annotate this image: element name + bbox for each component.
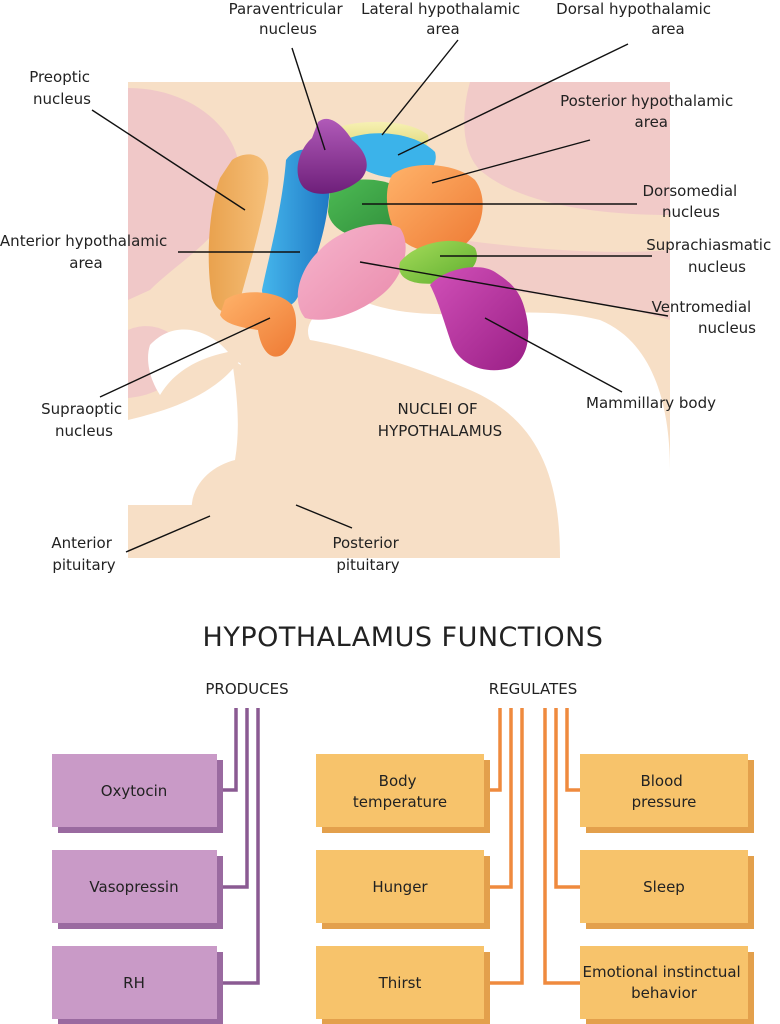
- produces-box-texts: Oxytocin Vasopressin RH: [89, 782, 178, 992]
- label-lateral-hypothalamic: Lateral hypothalamic area: [361, 0, 525, 38]
- posterior-hypothalamic-area-shape: [386, 164, 483, 253]
- label-supraoptic: Supraoptic nucleus: [41, 400, 127, 440]
- functions-title: HYPOTHALAMUS FUNCTIONS: [203, 622, 604, 653]
- mammillary-body-shape: [430, 267, 529, 371]
- produces-boxes: [52, 754, 223, 1024]
- label-preoptic: Preoptic nucleus: [29, 68, 95, 108]
- paraventricular-nucleus-shape: [297, 118, 367, 194]
- label-anterior-hypothalamic: Anterior hypothalamic area: [0, 232, 172, 272]
- box-blood-pressure: Blood pressure: [632, 772, 697, 811]
- regulates-box-texts: Body temperature Hunger Thirst Blood pre…: [353, 772, 746, 1002]
- box-rh: RH: [123, 974, 145, 992]
- hypothalamic-nuclei: [208, 118, 529, 371]
- label-posterior-hypothalamic: Posterior hypothalamic area: [560, 92, 738, 131]
- supraoptic-nucleus-shape: [220, 292, 297, 357]
- regulates-boxes: [316, 754, 754, 1024]
- leader-lines: [91, 39, 669, 553]
- regulates-header: REGULATES: [489, 680, 577, 698]
- regulates-connectors: [484, 708, 580, 985]
- label-posterior-pituitary: Posterior pituitary: [332, 534, 403, 574]
- dorsomedial-nucleus-shape: [328, 179, 407, 239]
- preoptic-nucleus-shape: [208, 154, 269, 313]
- anatomy-labels: Paraventricular nucleus Lateral hypothal…: [0, 0, 776, 574]
- box-vasopressin: Vasopressin: [89, 878, 178, 896]
- box-sleep: Sleep: [643, 878, 685, 896]
- label-mammillary-body: Mammillary body: [586, 394, 716, 412]
- box-body-temperature: Body temperature: [353, 772, 447, 811]
- label-nuclei-caption: NUCLEI OF HYPOTHALAMUS: [378, 400, 502, 440]
- box-oxytocin: Oxytocin: [101, 782, 168, 800]
- box-thirst: Thirst: [378, 974, 422, 992]
- label-ventromedial: Ventromedial nucleus: [652, 298, 757, 337]
- ventromedial-nucleus-shape: [297, 224, 406, 320]
- box-emotional-behavior: Emotional instinctual behavior: [583, 963, 746, 1002]
- label-dorsal-hypothalamic: Dorsal hypothalamic area: [556, 0, 716, 38]
- box-hunger: Hunger: [372, 878, 428, 896]
- label-dorsomedial: Dorsomedial nucleus: [642, 182, 742, 221]
- label-suprachiasmatic: Suprachiasmatic nucleus: [646, 236, 776, 276]
- label-anterior-pituitary: Anterior pituitary: [51, 534, 116, 574]
- produces-header: PRODUCES: [205, 680, 288, 698]
- produces-connectors: [218, 708, 260, 985]
- label-paraventricular: Paraventricular nucleus: [229, 0, 348, 38]
